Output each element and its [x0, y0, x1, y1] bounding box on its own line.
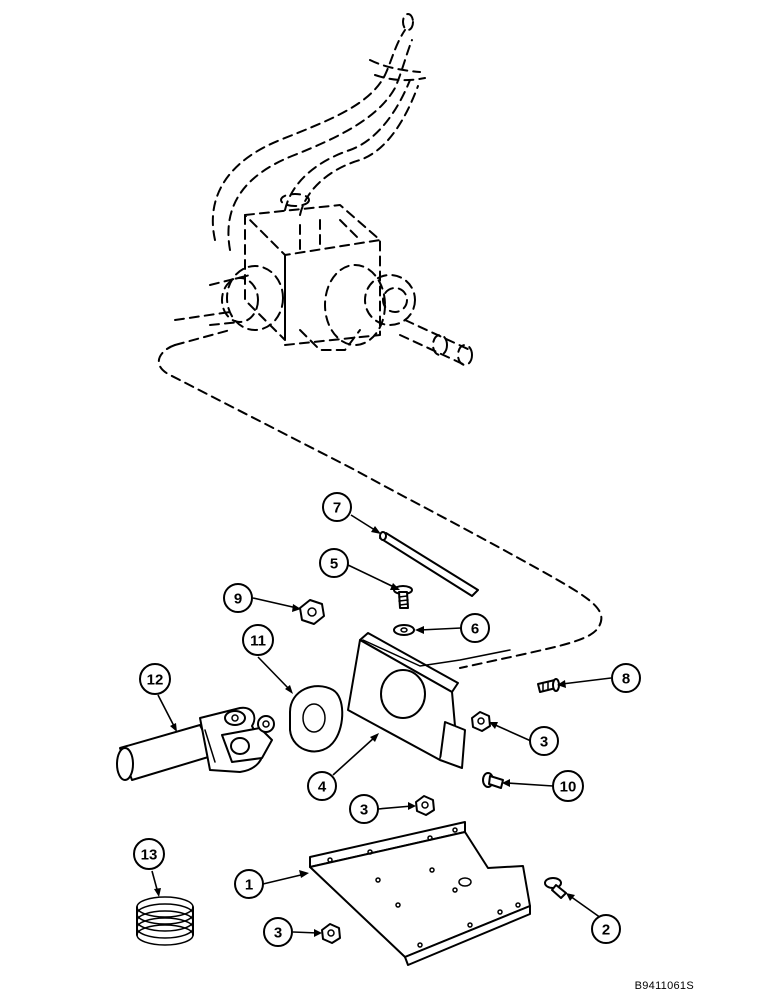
callout-label: 10	[560, 779, 577, 796]
pin-7	[379, 531, 479, 597]
callout-label: 3	[274, 925, 282, 942]
nut-3-middle	[415, 795, 435, 816]
seal-ring	[289, 685, 344, 753]
bolt-10	[482, 772, 504, 789]
nut-3-upper	[471, 711, 491, 732]
callout-4: 4	[307, 771, 337, 801]
callout-9: 9	[223, 583, 253, 613]
callout-label: 4	[318, 779, 327, 796]
callout-label: 7	[333, 500, 341, 517]
callout-label: 8	[622, 671, 630, 688]
callout-label: 11	[250, 633, 266, 650]
callout-8: 8	[611, 663, 641, 693]
callout-11: 11	[242, 624, 274, 656]
callout-13: 13	[133, 838, 165, 870]
leader-lines	[151, 514, 612, 937]
bracket-4	[347, 632, 511, 769]
nut-3-lower	[321, 923, 341, 944]
callout-label: 2	[602, 922, 610, 939]
washer-6	[393, 624, 415, 636]
callout-label: 1	[245, 877, 253, 894]
callout-12: 12	[139, 663, 171, 695]
callout-3a: 3	[529, 726, 559, 756]
figure-reference-code: B9411061S	[634, 980, 694, 992]
callout-label: 9	[234, 591, 242, 608]
spring-13	[136, 896, 194, 946]
callout-label: 3	[360, 802, 368, 819]
bolt-8	[537, 678, 560, 693]
nut-9	[299, 599, 325, 625]
callout-3b: 3	[349, 794, 379, 824]
callout-7: 7	[322, 492, 352, 522]
callout-label: 3	[540, 734, 548, 751]
callout-label: 5	[330, 556, 338, 573]
callout-6: 6	[460, 613, 490, 643]
callout-10: 10	[552, 770, 584, 802]
bolt-2	[544, 877, 567, 899]
mounting-plate-1	[309, 821, 531, 966]
callout-1: 1	[234, 869, 264, 899]
callout-2: 2	[591, 914, 621, 944]
callout-label: 12	[147, 672, 164, 689]
callout-label: 13	[141, 847, 158, 864]
gearbox-phantom	[157, 13, 603, 669]
callout-3c: 3	[263, 917, 293, 947]
callout-label: 6	[471, 621, 479, 638]
callout-5: 5	[319, 548, 349, 578]
drive-shaft-u-joint	[116, 706, 275, 781]
